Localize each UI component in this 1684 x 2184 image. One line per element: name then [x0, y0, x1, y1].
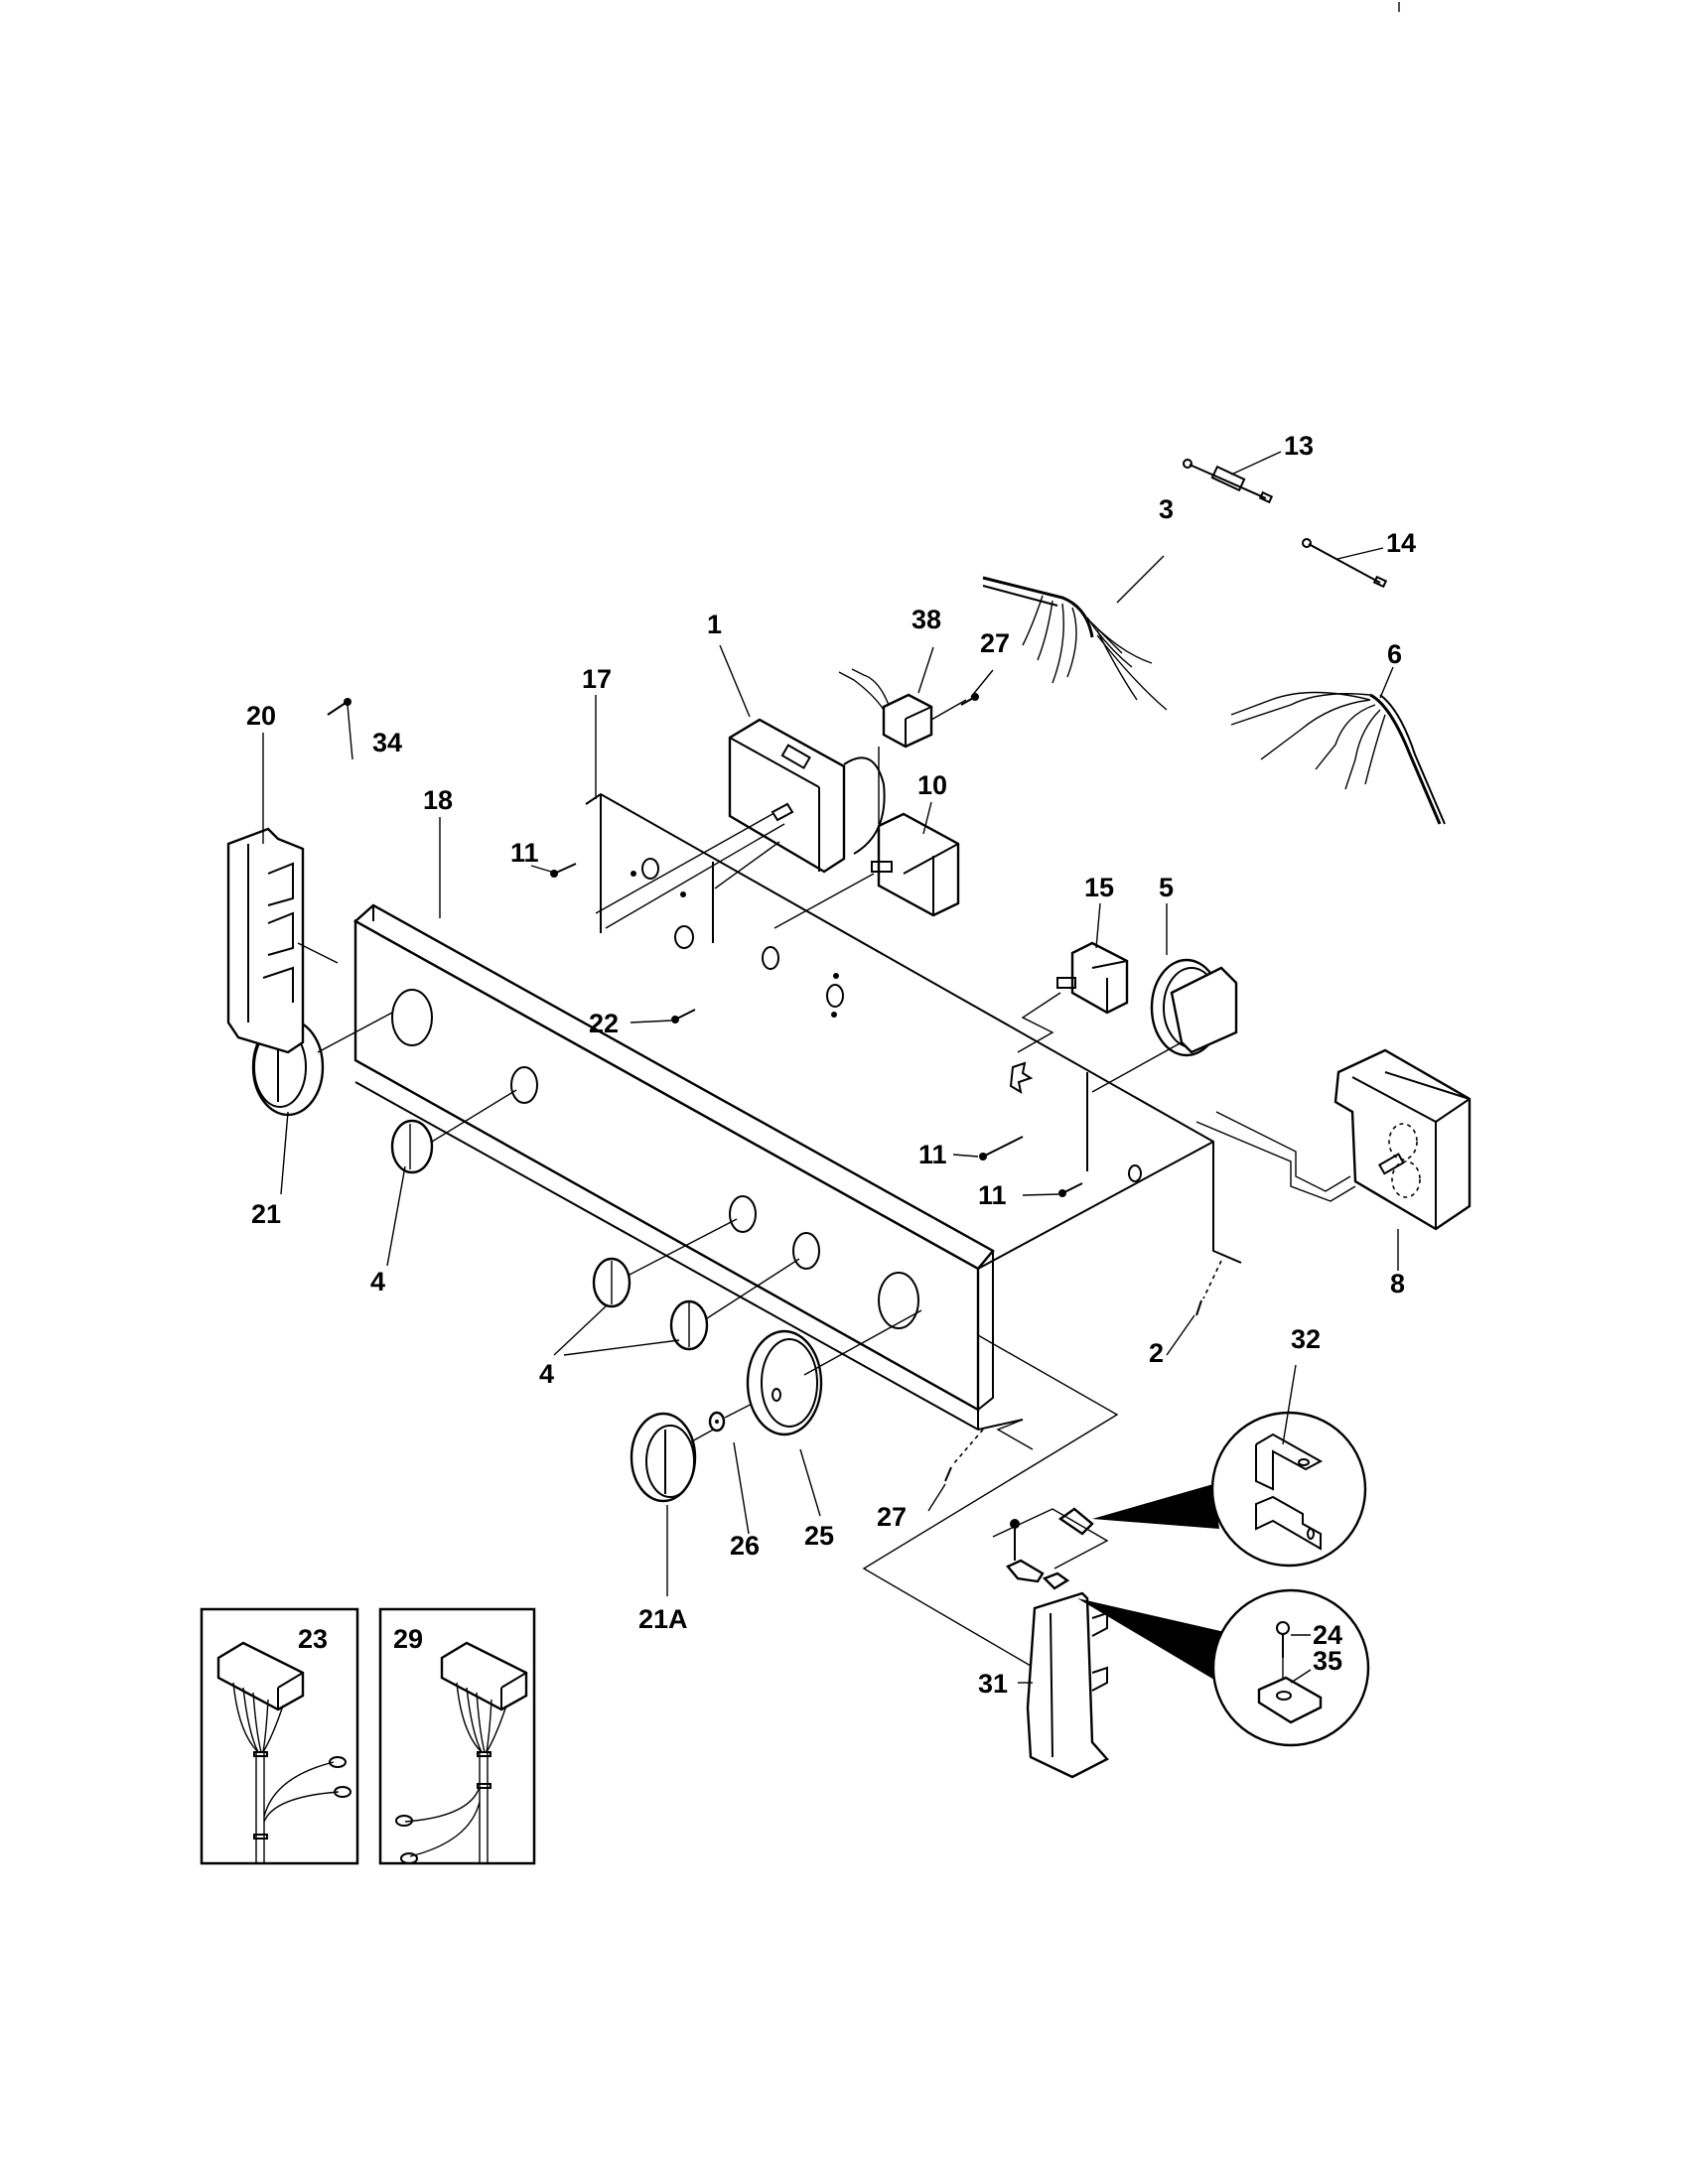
end-bracket-20 [226, 827, 339, 1054]
knob-21a [630, 1412, 718, 1503]
selector-switch-15 [1017, 941, 1129, 1053]
callout-22: 22 [589, 1009, 619, 1038]
callout-11-lower: 11 [978, 1180, 1007, 1210]
callout-15: 15 [1084, 873, 1114, 902]
wire-harness-3 [982, 576, 1168, 711]
detail-circle-24-35 [1077, 1588, 1370, 1747]
control-panel-18 [352, 903, 1024, 1431]
wire-lead-14 [1302, 538, 1388, 589]
callout-21a: 21A [638, 1604, 688, 1634]
knob-4-left [390, 1089, 517, 1174]
callout-24: 24 [1313, 1620, 1342, 1650]
end-bracket-31 [992, 1507, 1109, 1779]
callout-38: 38 [912, 605, 941, 634]
callout-26: 26 [730, 1531, 760, 1561]
callout-21: 21 [251, 1199, 281, 1229]
screw-22 [671, 1009, 696, 1024]
callout-14: 14 [1386, 528, 1416, 558]
leader-lines [262, 451, 1399, 1684]
screw-11-lower [1058, 1182, 1083, 1197]
callout-31: 31 [978, 1669, 1008, 1699]
knob-4-center-b [669, 1258, 800, 1351]
callout-13: 13 [1284, 431, 1314, 461]
callout-32: 32 [1291, 1324, 1321, 1354]
callout-5: 5 [1159, 873, 1174, 902]
wire-harness-6 [1230, 691, 1446, 825]
callout-18: 18 [423, 785, 453, 815]
thermostat-5 [1091, 958, 1238, 1093]
timer-1 [595, 718, 886, 929]
callout-6: 6 [1387, 639, 1402, 669]
screw-11-mid [979, 1136, 1024, 1160]
callout-2: 2 [1149, 1338, 1164, 1368]
wire-harness-inset-23 [200, 1607, 359, 1865]
screw-27-upper [960, 693, 979, 706]
screw-34 [327, 698, 351, 716]
callout-20: 20 [246, 701, 276, 731]
screw-2 [1195, 1260, 1222, 1316]
callout-1: 1 [707, 610, 722, 639]
timer-8 [1195, 1048, 1472, 1231]
screw-27-lower [944, 1429, 984, 1482]
callout-35: 35 [1313, 1646, 1342, 1676]
wire-route-line-2 [996, 1419, 1034, 1450]
knob-4-center-a [592, 1218, 738, 1308]
screw-11-upper [550, 863, 577, 878]
callout-4-center: 4 [539, 1359, 554, 1389]
callout-11-upper: 11 [510, 838, 539, 868]
wire-harness-inset-29 [378, 1607, 536, 1865]
dial-25 [746, 1309, 922, 1436]
callout-17: 17 [582, 664, 612, 694]
wire-route-line [862, 1334, 1119, 1667]
callout-3: 3 [1159, 494, 1174, 524]
callout-27-lower: 27 [877, 1502, 907, 1532]
callout-11-mid: 11 [918, 1140, 947, 1169]
callout-25: 25 [804, 1521, 834, 1551]
callout-8: 8 [1390, 1269, 1405, 1298]
switch-10 [773, 812, 960, 929]
callout-29: 29 [393, 1624, 423, 1654]
callout-23: 23 [298, 1624, 328, 1654]
callout-10: 10 [917, 770, 947, 800]
detail-circle-32 [1092, 1411, 1367, 1568]
callout-34: 34 [372, 728, 402, 757]
wire-lead-13 [1183, 459, 1274, 504]
callout-4-left: 4 [370, 1267, 385, 1297]
callout-27-upper: 27 [980, 628, 1010, 658]
switch-38 [838, 668, 967, 824]
